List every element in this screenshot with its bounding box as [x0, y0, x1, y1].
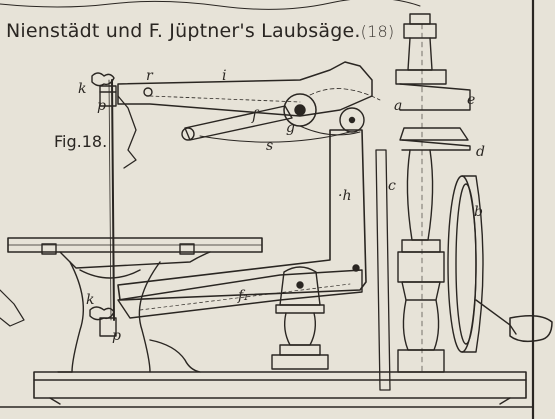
label-p-bottom: p [112, 328, 121, 344]
center-pedestal [271, 266, 329, 370]
label-f: f [251, 108, 260, 124]
label-f1: f₁ [237, 288, 249, 304]
label-d: d [476, 144, 485, 160]
drive-standard [395, 13, 471, 373]
caption-ref: (18) [360, 22, 395, 41]
label-k-bottom: k [86, 292, 94, 308]
figure-caption: Nienstädt und F. Jüptner's Laubsäge.(18) [6, 20, 394, 42]
label-c: c [388, 178, 396, 194]
label-r: r [146, 68, 154, 84]
edge-fragment [0, 289, 25, 327]
table-pedestal [57, 261, 201, 373]
upper-arm [117, 61, 373, 169]
label-e: e [467, 92, 475, 108]
label-i: i [222, 68, 226, 84]
flywheel [447, 175, 484, 353]
caption-title: Nienstädt und F. Jüptner's Laubsäge. [6, 20, 361, 42]
label-k-top: k [78, 81, 86, 97]
crank-handle [475, 299, 553, 343]
label-s: s [266, 138, 273, 154]
label-g: g [286, 120, 295, 136]
label-p-top: p [97, 98, 106, 114]
work-table [7, 237, 263, 269]
frame-column [117, 129, 367, 301]
guide-rail [375, 149, 391, 391]
upper-clamp [91, 72, 117, 107]
figure-number: Fig.18. [54, 132, 108, 151]
stay-rod [199, 131, 351, 143]
label-b: b [474, 204, 483, 220]
part-labels: k p r i f g s a e d ·h c b f₁ k p [78, 68, 485, 344]
lower-arm [117, 269, 363, 319]
lower-clamp [89, 306, 117, 337]
label-a: a [394, 98, 402, 114]
top-edge [0, 0, 421, 10]
base-plate [33, 371, 527, 405]
saw-blade [111, 79, 115, 321]
label-h: ·h [338, 188, 351, 204]
